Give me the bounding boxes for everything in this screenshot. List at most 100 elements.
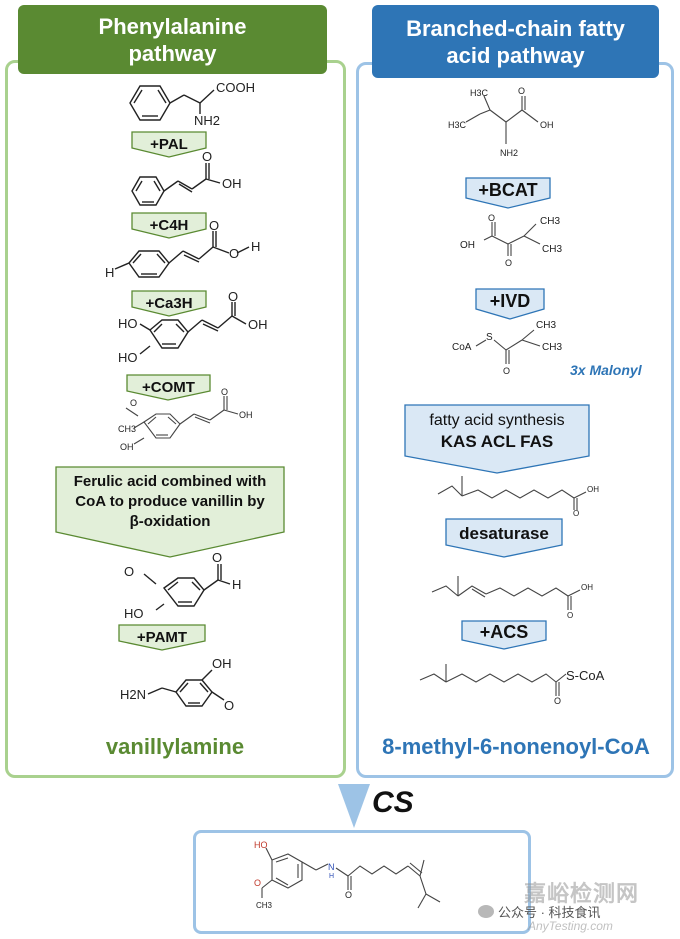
- enzyme-ca3h: +Ca3H: [131, 290, 207, 317]
- note-label: Ferulic acid combined with CoA to produc…: [73, 473, 267, 530]
- enzyme-pamt-label: +PAMT: [136, 629, 188, 646]
- methylnonenoyl-coa-structure: O S-CoA: [419, 664, 605, 706]
- ho-label: HO: [118, 316, 138, 331]
- ch3-label: CH3: [540, 216, 560, 227]
- oh-label: OH: [120, 442, 134, 452]
- ho-label: HO: [124, 606, 144, 621]
- nh-label: N: [328, 862, 335, 872]
- ch3-label: CH3: [536, 320, 556, 331]
- h-label: H: [329, 873, 334, 880]
- watermark-site: 嘉峪检测网: [524, 881, 640, 906]
- desaturase-label: desaturase: [459, 524, 549, 543]
- o-label: O: [573, 509, 579, 518]
- left-title: Phenylalanine pathway: [98, 13, 247, 66]
- malonyl-label: 3x Malonyl: [570, 362, 642, 378]
- o-label: O: [221, 387, 228, 397]
- capsaicin-structure: HO O CH3 N H O: [254, 840, 441, 910]
- o-label: O: [124, 564, 134, 579]
- o-label: O: [503, 366, 510, 376]
- enzyme-c4h: +C4H: [131, 212, 207, 239]
- enzyme-ca3h-label: +Ca3H: [145, 295, 193, 312]
- isovaleryl-coa-structure: CoA S O CH3 CH3: [452, 320, 562, 376]
- coa-label: CoA: [452, 342, 472, 353]
- cooh-label: COOH: [216, 80, 255, 95]
- enzyme-ivd: +IVD: [475, 288, 545, 320]
- leucine-structure: H3C H3C O OH NH2: [448, 86, 554, 158]
- enzyme-bcat-label: +BCAT: [478, 179, 538, 200]
- desaturase-arrow: desaturase: [445, 518, 563, 558]
- scoa-label: S-CoA: [566, 668, 605, 683]
- enzyme-comt: +COMT: [126, 374, 211, 401]
- o-label: O: [518, 86, 525, 96]
- enzyme-bcat: +BCAT: [465, 177, 551, 209]
- oh-label: OH: [239, 410, 253, 420]
- oh-label: OH: [212, 656, 232, 671]
- capsaicin-box: [193, 830, 531, 934]
- o-label: O: [488, 213, 495, 223]
- enzyme-pamt: +PAMT: [118, 624, 206, 651]
- nh2-label: NH2: [500, 148, 518, 158]
- o-label: O: [224, 698, 234, 713]
- enzyme-comt-label: +COMT: [142, 379, 195, 396]
- o-label: O: [345, 890, 352, 900]
- ch3-label: CH3: [256, 901, 273, 910]
- wechat-account-label: 公众号 · 科技食讯: [498, 905, 601, 920]
- methylnonenoic-acid-structure: O OH: [431, 576, 593, 620]
- oh-label: OH: [460, 240, 475, 251]
- ch3-label: CH3: [118, 424, 136, 434]
- s-label: S: [486, 332, 493, 343]
- fas-enzymes: KAS ACL FAS: [440, 432, 554, 451]
- vanillin-structure: O HO O H: [124, 550, 241, 621]
- fatty-acid-synthesis-arrow: fatty acid synthesis KAS ACL FAS: [404, 404, 590, 474]
- oh-label: OH: [587, 485, 599, 494]
- ketoisocaproate-structure: O OH O CH3 CH3: [460, 213, 562, 268]
- h2n-label: H2N: [120, 687, 146, 702]
- o-label: O: [254, 878, 261, 888]
- ch3-label: CH3: [542, 342, 562, 353]
- o-label: O: [209, 218, 219, 233]
- fatty-acid-pathway-header: Branched-chain fatty acid pathway: [372, 5, 659, 78]
- o-label: O: [130, 398, 137, 408]
- ferulic-acid-structure: O CH3 OH O OH: [118, 387, 253, 452]
- cinnamic-acid-structure: O OH: [131, 149, 242, 206]
- ho-label: HO: [254, 840, 268, 850]
- vanillylamine-product: vanillylamine: [105, 734, 245, 759]
- coumaric-acid-structure: H O O H: [105, 218, 260, 280]
- watermark-wechat: 公众号 · 科技食讯: [478, 902, 601, 921]
- o-label: O: [228, 289, 238, 304]
- enzyme-c4h-label: +C4H: [149, 217, 189, 234]
- h-label: H: [232, 577, 241, 592]
- h-label: H: [105, 265, 114, 280]
- o-label: O: [554, 696, 561, 706]
- enzyme-ivd-label: +IVD: [489, 290, 531, 311]
- methylnonanoic-acid-structure: O OH: [437, 476, 599, 518]
- wechat-icon: [478, 905, 494, 918]
- enzyme-pal-label: +PAL: [150, 136, 188, 153]
- cs-arrow: [338, 784, 370, 828]
- o-label: O: [567, 611, 573, 620]
- h-label: H: [251, 239, 260, 254]
- caffeic-acid-structure: HO HO O OH: [118, 289, 268, 365]
- fas-title: fatty acid synthesis: [429, 412, 565, 429]
- oh-label: OH: [581, 583, 593, 592]
- nh2-label: NH2: [194, 113, 220, 128]
- oh-label: OH: [248, 317, 268, 332]
- o-label: O: [212, 550, 222, 565]
- oh-label: OH: [222, 176, 242, 191]
- vanillylamine-structure: H2N OH O: [120, 656, 234, 713]
- o-label: O: [202, 149, 212, 164]
- enzyme-pal: +PAL: [131, 131, 207, 158]
- o-label: O: [229, 246, 239, 261]
- cs-enzyme-label: CS: [372, 786, 414, 819]
- nonenoyl-coa-product: 8-methyl-6-nonenoyl-CoA: [382, 734, 650, 759]
- phenylalanine-pathway-header: Phenylalanine pathway: [18, 5, 327, 74]
- o-label: O: [505, 258, 512, 268]
- watermark-url: AnyTesting.com: [528, 919, 613, 933]
- h3c-label: H3C: [470, 88, 489, 98]
- ho-label: HO: [118, 350, 138, 365]
- enzyme-acs: +ACS: [461, 620, 547, 650]
- beta-oxidation-note: Ferulic acid combined with CoA to produc…: [55, 466, 285, 558]
- phenylalanine-structure: COOH NH2: [129, 80, 255, 128]
- oh-label: OH: [540, 120, 554, 130]
- ch3-label: CH3: [542, 244, 562, 255]
